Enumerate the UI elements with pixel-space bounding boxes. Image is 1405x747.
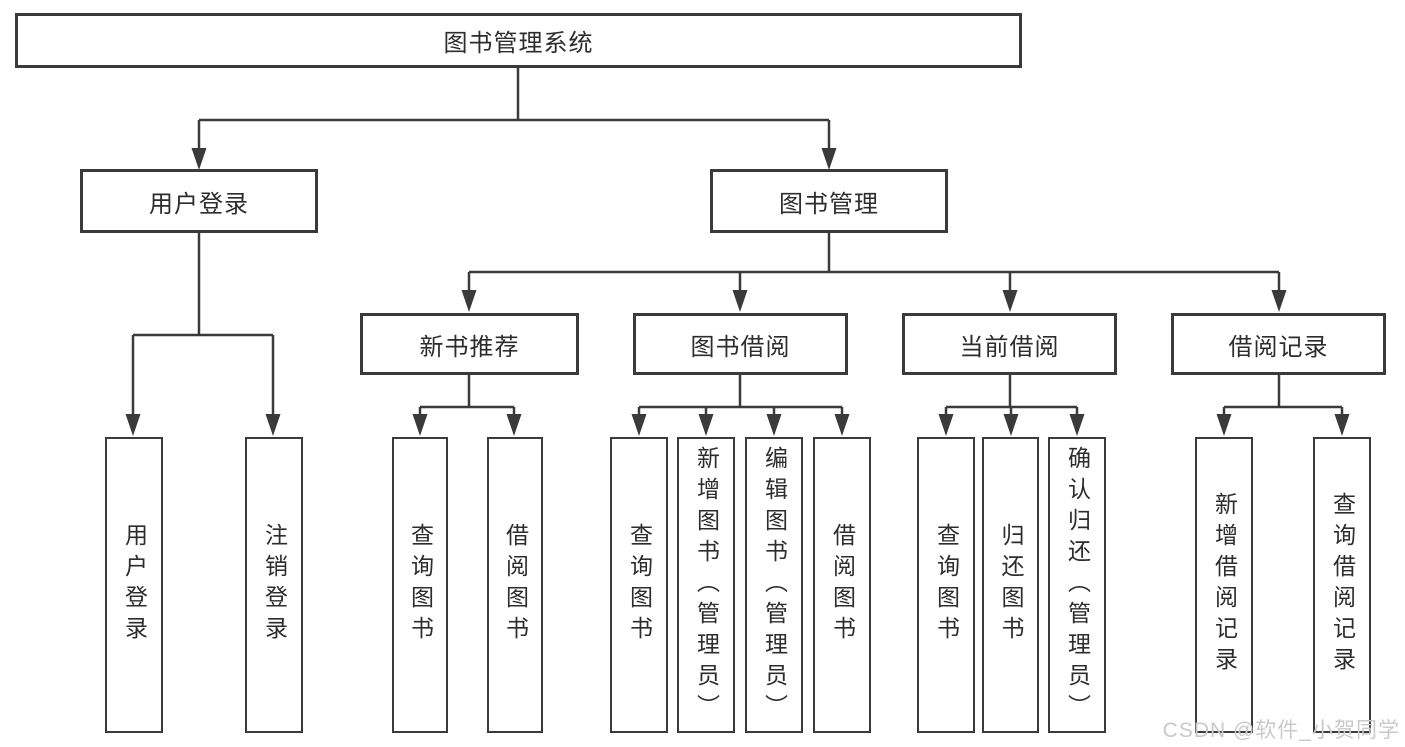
node-root-system: 图书管理系统 bbox=[15, 13, 1022, 68]
leaf-label: 查询图书 bbox=[626, 523, 653, 647]
node-label: 图书管理系统 bbox=[443, 30, 594, 57]
arrowhead bbox=[1003, 414, 1019, 436]
arrowhead bbox=[834, 414, 850, 436]
leaf-logout: 注销登录 bbox=[245, 437, 303, 733]
arrowhead bbox=[412, 414, 428, 436]
leaf-query-books-recommend: 查询图书 bbox=[392, 437, 448, 733]
leaf-edit-book-admin: 编辑图书（管理员） bbox=[745, 437, 803, 733]
leaf-user-login: 用户登录 bbox=[105, 437, 163, 733]
arrowhead bbox=[1271, 290, 1287, 312]
node-book-management-branch: 图书管理 bbox=[710, 169, 948, 233]
arrowhead bbox=[1216, 414, 1232, 436]
leaf-label: 归还图书 bbox=[998, 523, 1024, 647]
leaf-query-books-current: 查询图书 bbox=[917, 437, 975, 733]
node-label: 当前借阅 bbox=[959, 333, 1060, 361]
leaf-add-borrow-record: 新增借阅记录 bbox=[1195, 437, 1253, 733]
leaf-borrow-books: 借阅图书 bbox=[813, 437, 871, 733]
connector-lines bbox=[944, 375, 1079, 415]
leaf-label: 查询借阅记录 bbox=[1329, 492, 1356, 678]
arrowhead bbox=[698, 414, 714, 436]
arrowhead bbox=[821, 148, 837, 170]
connector-lines bbox=[418, 375, 516, 415]
leaf-label: 用户登录 bbox=[121, 523, 148, 647]
arrowhead bbox=[732, 290, 748, 312]
arrowhead bbox=[506, 414, 522, 436]
leaf-label: 确认归还（管理员） bbox=[1064, 445, 1091, 725]
leaf-label: 新增图书（管理员） bbox=[693, 445, 720, 725]
node-label: 新书推荐 bbox=[419, 333, 520, 361]
connector-lines bbox=[1222, 375, 1344, 415]
arrowhead bbox=[461, 290, 477, 312]
arrowhead bbox=[766, 414, 782, 436]
node-label: 借阅记录 bbox=[1228, 333, 1329, 361]
leaf-label: 查询图书 bbox=[933, 523, 960, 647]
arrowhead bbox=[631, 414, 647, 436]
node-label: 用户登录 bbox=[149, 190, 249, 218]
node-current-borrow: 当前借阅 bbox=[902, 313, 1117, 375]
arrowhead bbox=[191, 148, 207, 170]
leaf-query-books-borrow: 查询图书 bbox=[610, 437, 668, 733]
arrowhead bbox=[1069, 414, 1085, 436]
arrowhead bbox=[1334, 414, 1350, 436]
leaf-confirm-return-admin: 确认归还（管理员） bbox=[1048, 437, 1106, 733]
leaf-label: 注销登录 bbox=[261, 523, 288, 647]
node-book-borrow: 图书借阅 bbox=[633, 313, 848, 375]
leaf-add-book-admin: 新增图书（管理员） bbox=[677, 437, 735, 733]
leaf-label: 查询图书 bbox=[407, 523, 434, 647]
arrowhead bbox=[125, 414, 141, 436]
node-label: 图书管理 bbox=[779, 190, 879, 218]
arrowhead bbox=[938, 414, 954, 436]
connector-lines bbox=[131, 233, 275, 415]
arrowhead bbox=[1002, 290, 1018, 312]
leaf-query-borrow-record: 查询借阅记录 bbox=[1313, 437, 1371, 733]
connector-lines bbox=[197, 68, 831, 149]
leaf-borrow-books-recommend: 借阅图书 bbox=[487, 437, 543, 733]
connector-lines bbox=[637, 375, 844, 415]
leaf-label: 编辑图书（管理员） bbox=[761, 445, 788, 725]
node-user-login-branch: 用户登录 bbox=[80, 169, 318, 233]
node-new-book-recommend: 新书推荐 bbox=[360, 313, 579, 375]
leaf-return-books: 归还图书 bbox=[982, 437, 1039, 733]
node-label: 图书借阅 bbox=[690, 333, 791, 361]
leaf-label: 借阅图书 bbox=[829, 523, 856, 647]
node-borrow-records: 借阅记录 bbox=[1171, 313, 1386, 375]
leaf-label: 新增借阅记录 bbox=[1211, 492, 1238, 678]
leaf-label: 借阅图书 bbox=[502, 523, 529, 647]
arrowhead bbox=[265, 414, 281, 436]
connector-lines bbox=[467, 233, 1281, 291]
